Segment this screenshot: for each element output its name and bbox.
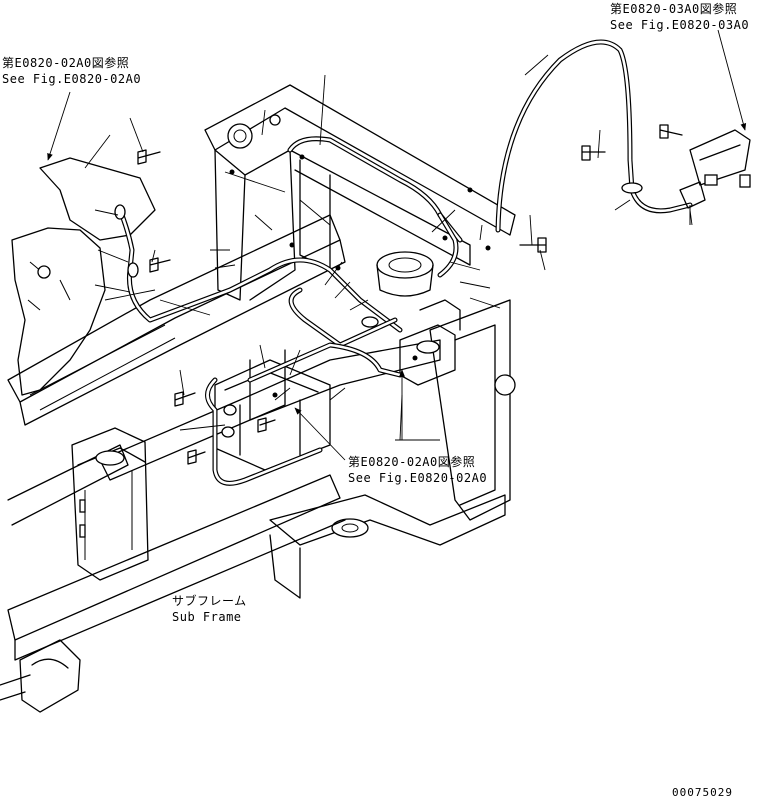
left-lower-frame — [0, 639, 81, 713]
drawing-number: 00075029 — [672, 786, 733, 799]
upper-cross-member — [204, 84, 516, 301]
ref-center-jp: 第E0820-02A0図参照 — [348, 455, 476, 469]
arrow-icon — [47, 29, 747, 461]
leader-lines — [84, 54, 693, 441]
hose-clamp-icon — [114, 182, 643, 438]
left-frame-rail — [7, 214, 346, 426]
fitting-icon — [229, 154, 491, 398]
left-lower-bracket — [71, 427, 149, 581]
subframe-label-jp: サブフレーム — [172, 594, 247, 608]
ref-top-right-en: See Fig.E0820-03A0 — [610, 18, 750, 32]
valve-block — [399, 299, 461, 386]
right-frame — [7, 299, 516, 661]
hose-lines — [117, 39, 693, 486]
ref-top-right-jp: 第E0820-03A0図参照 — [610, 2, 738, 16]
ref-top-left-jp: 第E0820-02A0図参照 — [2, 56, 130, 70]
ref-top-left-en: See Fig.E0820-02A0 — [2, 72, 142, 86]
right-detail — [679, 129, 751, 225]
reservoir — [376, 251, 434, 297]
bolt-icon — [137, 124, 683, 465]
subframe-label-en: Sub Frame — [172, 610, 242, 624]
ref-center-en: See Fig.E0820-02A0 — [348, 471, 488, 485]
